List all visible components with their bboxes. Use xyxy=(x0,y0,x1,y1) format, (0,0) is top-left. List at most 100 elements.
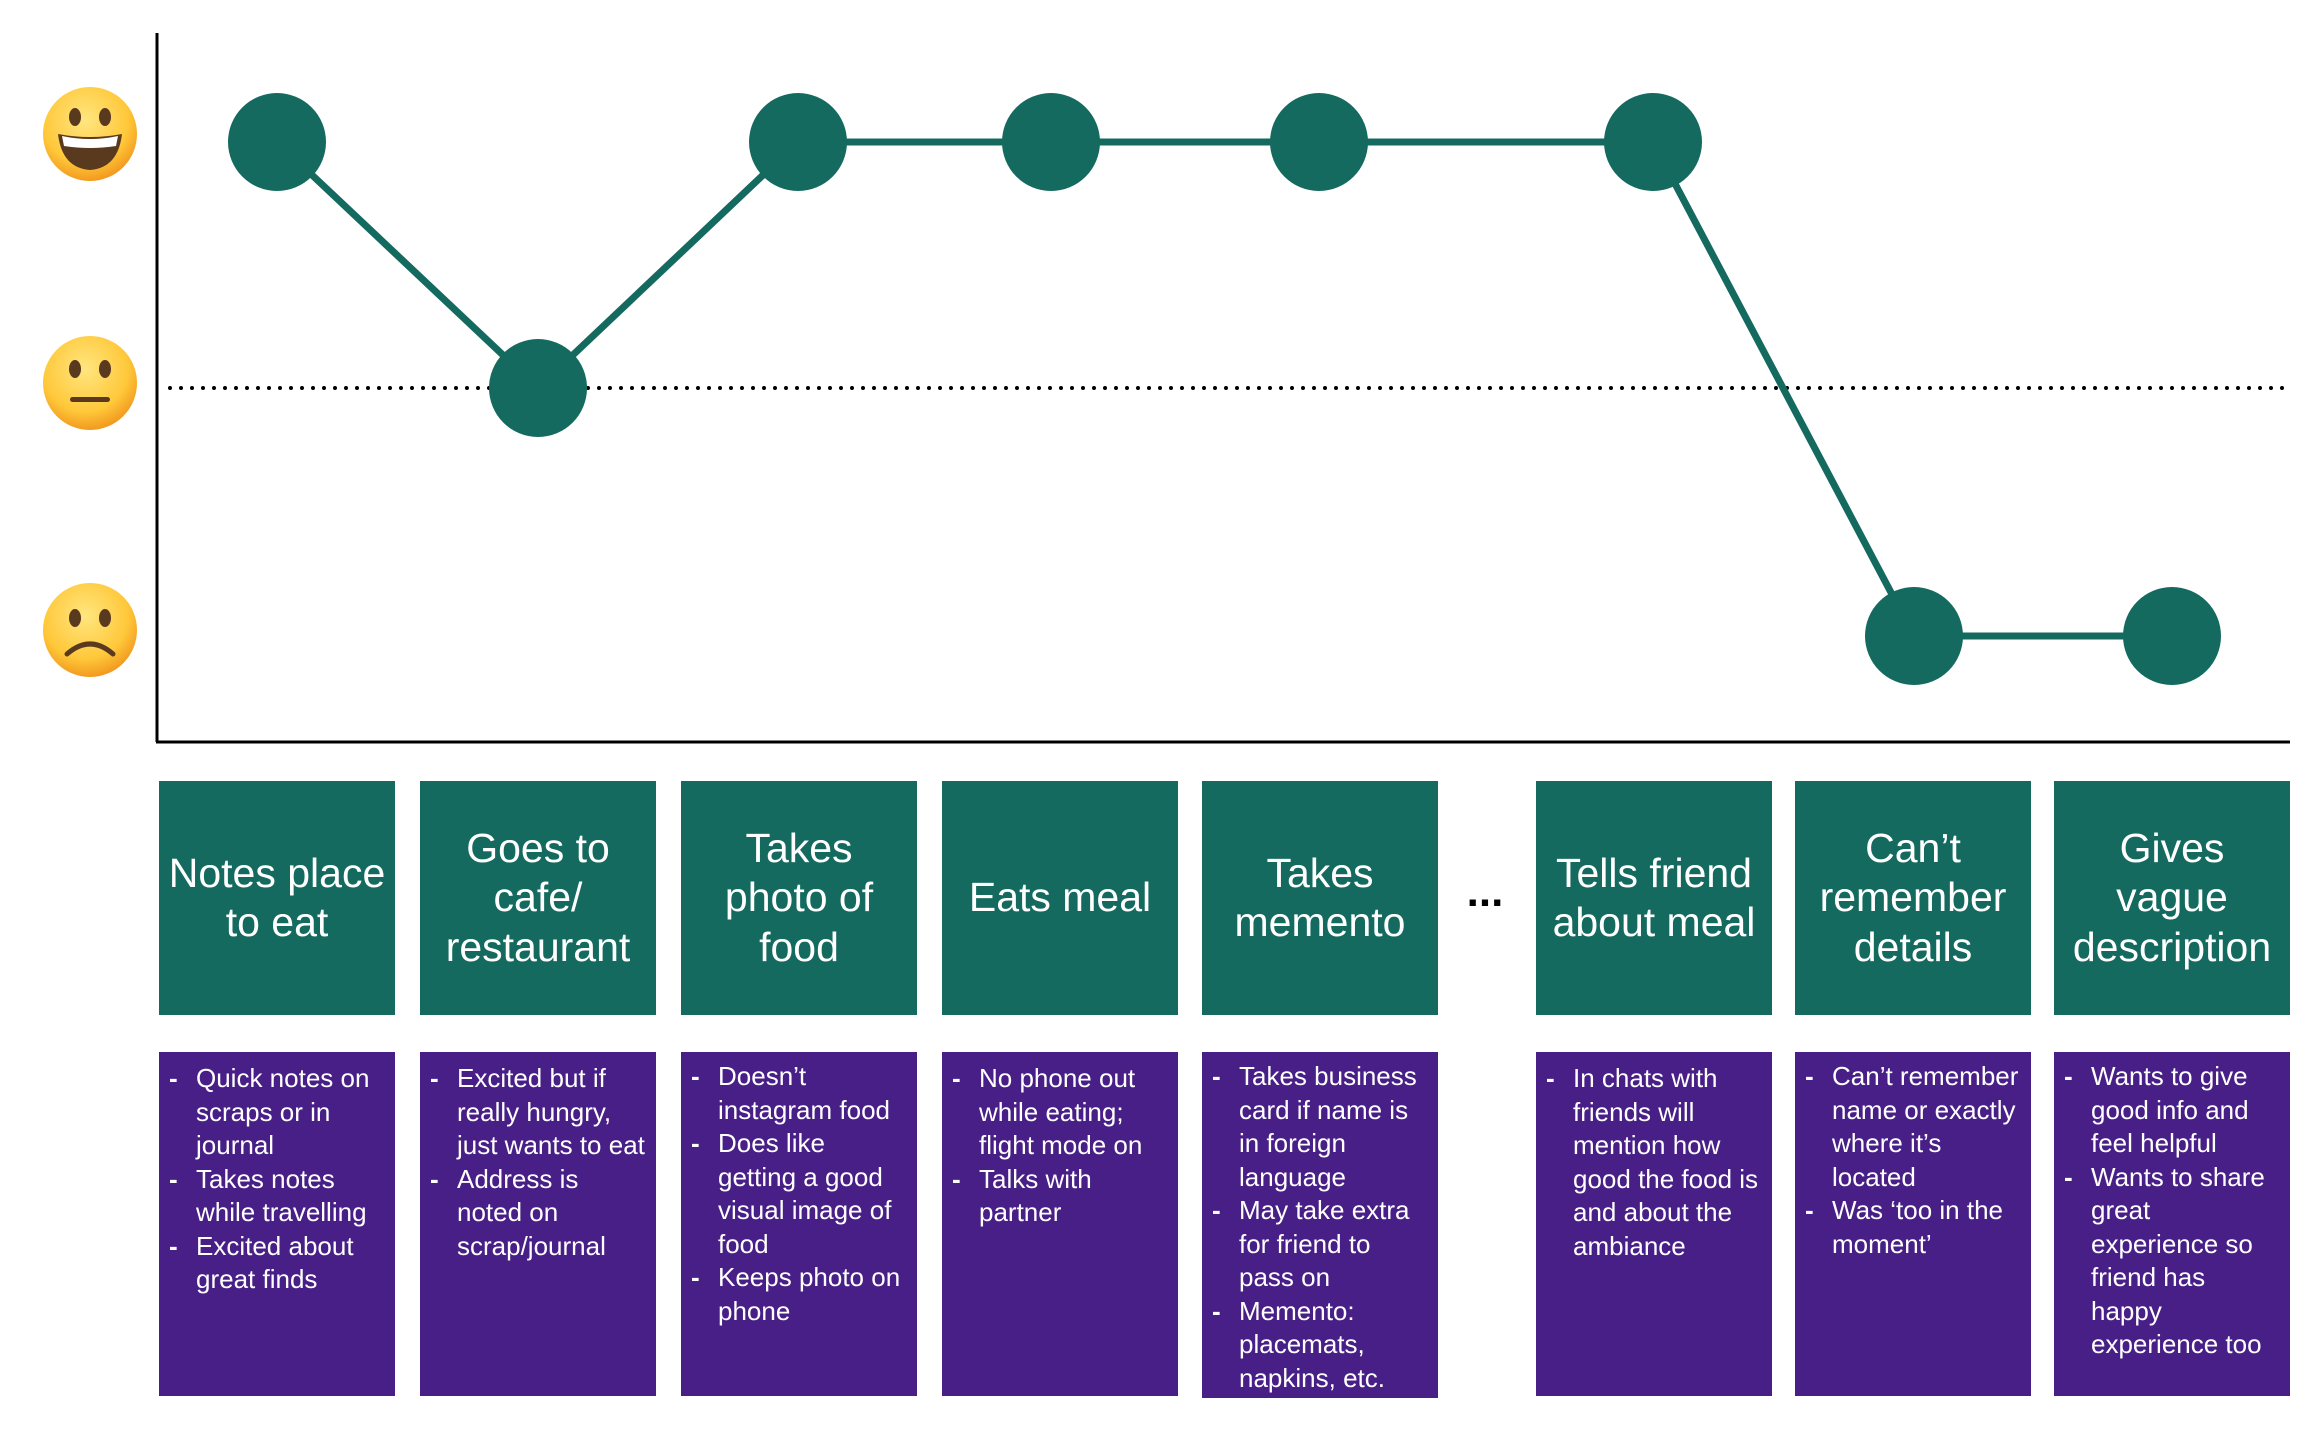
notes-box-cant-remember: -Can’t remember name or exactly where it… xyxy=(1795,1052,2031,1396)
journey-line xyxy=(274,138,2172,640)
notes-box-goes-to-cafe: -Excited but if really hungry, just want… xyxy=(420,1052,656,1396)
note-text: No phone out while eating; flight mode o… xyxy=(979,1063,1143,1160)
bullet-dash-icon: - xyxy=(1805,1061,1814,1091)
stage-box-cant-remember: Can’t remember details xyxy=(1795,781,2031,1015)
note-text: Talks with partner xyxy=(979,1163,1092,1228)
note-item: -Wants to share great experience so frie… xyxy=(2062,1161,2282,1362)
stage-box-goes-to-cafe: Goes to cafe/ restaurant xyxy=(420,781,656,1015)
bullet-dash-icon: - xyxy=(2064,1161,2073,1192)
grinning-face-icon xyxy=(43,87,137,181)
note-text: Address is noted on scrap/journal xyxy=(457,1163,606,1261)
notes-box-takes-memento: -Takes business card if name is in forei… xyxy=(1202,1052,1438,1398)
note-item: -May take extra for friend to pass on xyxy=(1210,1194,1430,1295)
note-text: Excited but if really hungry, just wants… xyxy=(457,1063,645,1160)
journey-points xyxy=(228,93,2221,685)
bullet-dash-icon: - xyxy=(691,1128,700,1158)
note-item: -Takes business card if name is in forei… xyxy=(1210,1060,1430,1194)
notes-list: -No phone out while eating; flight mode … xyxy=(950,1062,1170,1230)
note-text: Memento: placemats, napkins, etc. xyxy=(1239,1295,1385,1393)
note-text: Excited about great finds xyxy=(196,1230,354,1295)
stage-box-notes-place: Notes place to eat xyxy=(159,781,395,1015)
note-text: Takes notes while travelling xyxy=(196,1163,367,1228)
note-item: -Does like getting a good visual image o… xyxy=(689,1127,909,1261)
note-item: -Keeps photo on phone xyxy=(689,1261,909,1328)
bullet-dash-icon: - xyxy=(1546,1063,1555,1093)
notes-box-eats-meal: -No phone out while eating; flight mode … xyxy=(942,1052,1178,1396)
note-text: In chats with friends will mention how g… xyxy=(1573,1063,1759,1261)
stage-box-tells-friend: Tells friend about meal xyxy=(1536,781,1772,1015)
note-text: Takes business card if name is in foreig… xyxy=(1239,1061,1417,1192)
bullet-dash-icon: - xyxy=(169,1063,178,1093)
bullet-dash-icon: - xyxy=(169,1230,178,1261)
notes-box-gives-vague: -Wants to give good info and feel helpfu… xyxy=(2054,1052,2290,1396)
note-text: Does like getting a good visual image of… xyxy=(718,1128,892,1259)
note-item: -Excited but if really hungry, just want… xyxy=(428,1062,648,1163)
stage-box-takes-photo: Takes photo of food xyxy=(681,781,917,1015)
stage-label: Takes photo of food xyxy=(724,825,874,970)
note-item: -No phone out while eating; flight mode … xyxy=(950,1062,1170,1163)
note-item: -Doesn’t instagram food xyxy=(689,1060,909,1127)
bullet-dash-icon: - xyxy=(2064,1061,2073,1091)
notes-box-notes-place: -Quick notes on scraps or in journal -Ta… xyxy=(159,1052,395,1396)
journey-point-3 xyxy=(749,93,847,191)
note-item: -Address is noted on scrap/journal xyxy=(428,1163,648,1264)
stage-label: Takes memento xyxy=(1234,849,1406,945)
bullet-dash-icon: - xyxy=(952,1163,961,1194)
note-item: -Wants to give good info and feel helpfu… xyxy=(2062,1060,2282,1161)
stage-label: Can’t remember details xyxy=(1819,825,2007,970)
note-text: Can’t remember name or exactly where it’… xyxy=(1832,1061,2019,1192)
notes-box-tells-friend: -In chats with friends will mention how … xyxy=(1536,1052,1772,1396)
note-item: -Excited about great finds xyxy=(167,1230,387,1297)
frowning-face-icon xyxy=(43,583,137,677)
stage-box-gives-vague: Gives vague description xyxy=(2054,781,2290,1015)
bullet-dash-icon: - xyxy=(1212,1195,1221,1225)
notes-list: -Takes business card if name is in forei… xyxy=(1210,1060,1430,1395)
note-item: -Quick notes on scraps or in journal xyxy=(167,1062,387,1163)
bullet-dash-icon: - xyxy=(952,1063,961,1093)
bullet-dash-icon: - xyxy=(169,1163,178,1194)
note-item: -Memento: placemats, napkins, etc. xyxy=(1210,1295,1430,1396)
notes-list: -Quick notes on scraps or in journal -Ta… xyxy=(167,1062,387,1297)
note-text: Quick notes on scraps or in journal xyxy=(196,1063,370,1160)
bullet-dash-icon: - xyxy=(430,1063,439,1093)
journey-point-6 xyxy=(1604,93,1702,191)
note-text: Keeps photo on phone xyxy=(718,1262,901,1326)
bullet-dash-icon: - xyxy=(1212,1295,1221,1326)
journey-point-7 xyxy=(1865,587,1963,685)
note-item: -Was ‘too in the moment’ xyxy=(1803,1194,2023,1261)
note-item: -Takes notes while travelling xyxy=(167,1163,387,1230)
notes-list: -Wants to give good info and feel helpfu… xyxy=(2062,1060,2282,1362)
note-text: Wants to give good info and feel helpful xyxy=(2091,1061,2249,1158)
gap-ellipsis: ... xyxy=(1466,867,1504,916)
stage-box-eats-meal: Eats meal xyxy=(942,781,1178,1015)
stage-box-takes-memento: Takes memento xyxy=(1202,781,1438,1015)
journey-point-2 xyxy=(489,339,587,437)
notes-list: -Excited but if really hungry, just want… xyxy=(428,1062,648,1263)
bullet-dash-icon: - xyxy=(1805,1195,1814,1225)
stage-label: Eats meal xyxy=(968,874,1152,921)
note-text: May take extra for friend to pass on xyxy=(1239,1195,1410,1292)
notes-box-takes-photo: -Doesn’t instagram food -Does like getti… xyxy=(681,1052,917,1396)
stage-label: Gives vague description xyxy=(2072,825,2272,970)
note-item: -Can’t remember name or exactly where it… xyxy=(1803,1060,2023,1194)
journey-point-4 xyxy=(1002,93,1100,191)
journey-point-5 xyxy=(1270,93,1368,191)
stage-label: Notes place to eat xyxy=(168,849,386,945)
note-text: Wants to share great experience so frien… xyxy=(2091,1161,2265,1360)
notes-list: -Can’t remember name or exactly where it… xyxy=(1803,1060,2023,1261)
note-item: -Talks with partner xyxy=(950,1163,1170,1230)
bullet-dash-icon: - xyxy=(1212,1061,1221,1091)
notes-list: -In chats with friends will mention how … xyxy=(1544,1062,1764,1263)
note-item: -In chats with friends will mention how … xyxy=(1544,1062,1764,1263)
note-text: Was ‘too in the moment’ xyxy=(1832,1195,2004,1259)
journey-point-1 xyxy=(228,93,326,191)
journey-point-8 xyxy=(2123,587,2221,685)
note-text: Doesn’t instagram food xyxy=(718,1061,890,1125)
stage-label: Goes to cafe/ restaurant xyxy=(445,825,631,970)
stage-label: Tells friend about meal xyxy=(1552,849,1756,945)
bullet-dash-icon: - xyxy=(430,1163,439,1194)
notes-list: -Doesn’t instagram food -Does like getti… xyxy=(689,1060,909,1328)
bullet-dash-icon: - xyxy=(691,1061,700,1091)
bullet-dash-icon: - xyxy=(691,1262,700,1292)
